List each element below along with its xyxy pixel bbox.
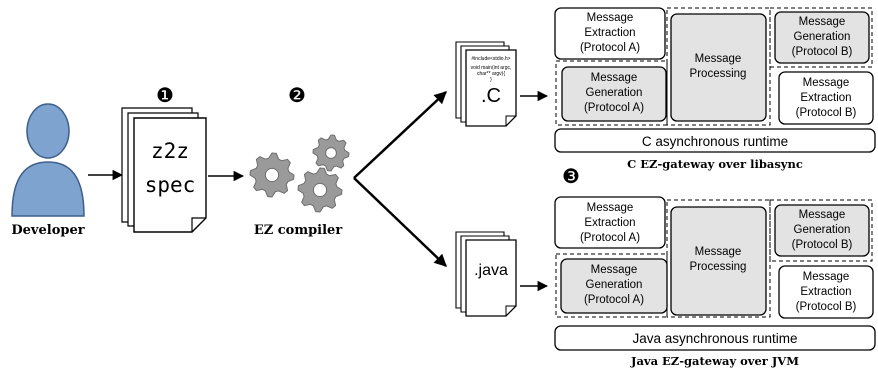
java-gateway-caption: Java EZ-gateway over JVM	[630, 354, 799, 368]
c-extraction-a-line1: Message	[587, 12, 634, 24]
c-extraction-a-line3: (Protocol A)	[580, 42, 640, 54]
spec-line2: spec	[145, 173, 196, 197]
java-extraction-b-line2: Extraction	[800, 286, 851, 298]
java-runtime-label: Java asynchronous runtime	[632, 331, 797, 346]
c-extraction-b-line3: (Protocol B)	[796, 107, 857, 119]
step-3-marker: ❸	[562, 166, 580, 188]
java-generation-b-line3: (Protocol B)	[792, 239, 853, 251]
c-generation-b-line1: Message	[799, 16, 846, 28]
gear-left-hole	[264, 167, 280, 183]
c-code-line-3: char** argv){	[477, 71, 505, 77]
java-extraction-a-line3: (Protocol A)	[580, 232, 640, 244]
spec-line1: z2z	[151, 139, 189, 163]
developer-icon	[11, 103, 85, 217]
c-generation-b-line3: (Protocol B)	[792, 46, 853, 58]
gear-top-hole	[325, 147, 337, 159]
compiler-label: EZ compiler	[254, 223, 343, 238]
c-gateway	[554, 7, 876, 153]
c-protocol-a-region	[555, 60, 668, 126]
c-generation-b-box	[774, 11, 870, 64]
c-extraction-a-line2: Extraction	[584, 27, 635, 39]
c-extraction-b-line2: Extraction	[800, 92, 851, 104]
java-generation-a-line2: Generation	[586, 279, 643, 291]
java-source-document-icon	[455, 231, 517, 317]
c-generation-a-line3: (Protocol A)	[584, 102, 644, 114]
java-processing-line1: Message	[695, 246, 742, 258]
c-code-line-2: void main(int argc,	[471, 65, 512, 71]
c-code-line-1: #include<stdio.h>	[471, 56, 510, 62]
c-file-ext: .C	[481, 85, 501, 107]
java-generation-b-line1: Message	[799, 209, 846, 221]
java-extraction-b-box	[778, 265, 874, 319]
java-extraction-a-line2: Extraction	[584, 217, 635, 229]
c-generation-a-line2: Generation	[586, 87, 643, 99]
java-processing-line2: Processing	[690, 261, 747, 273]
c-generation-a-box	[561, 66, 667, 122]
c-gateway-caption: C EZ-gateway over libasync	[627, 157, 803, 171]
java-processing-box	[670, 206, 767, 316]
c-extraction-b-box	[778, 71, 874, 125]
java-extraction-a-line1: Message	[587, 202, 634, 214]
java-generation-b-line2: Generation	[794, 224, 851, 236]
c-runtime-box	[554, 128, 876, 153]
java-generation-b-box	[774, 204, 870, 257]
c-processing-box	[670, 13, 767, 122]
c-extraction-b-line1: Message	[803, 77, 850, 89]
java-gateway	[554, 196, 876, 351]
java-extraction-b-line3: (Protocol B)	[796, 301, 857, 313]
java-generation-a-line3: (Protocol A)	[584, 294, 644, 306]
arrow-compiler-to-java	[353, 177, 447, 267]
gears-icon	[249, 134, 350, 213]
java-generation-a-line1: Message	[591, 264, 638, 276]
arrow-compiler-to-c	[353, 91, 447, 179]
step-1-marker: ❶	[156, 85, 174, 107]
developer-label: Developer	[11, 223, 84, 238]
java-protocol-b-region	[769, 199, 873, 262]
c-source-document-icon	[455, 41, 517, 127]
java-extraction-a-box	[554, 196, 666, 249]
step-2-marker: ❷	[288, 85, 306, 107]
c-code-line-4: }	[490, 77, 492, 83]
gear-bottom-hole	[312, 182, 328, 198]
c-generation-a-line1: Message	[591, 72, 638, 84]
c-processing-line2: Processing	[690, 68, 747, 80]
spec-document-icon	[121, 107, 207, 233]
java-extraction-b-line1: Message	[803, 271, 850, 283]
c-processing-line1: Message	[695, 53, 742, 65]
c-protocol-b-region	[769, 7, 873, 68]
c-extraction-a-box	[554, 7, 666, 60]
c-runtime-label: C asynchronous runtime	[642, 134, 788, 149]
c-generation-b-line2: Generation	[794, 31, 851, 43]
java-runtime-box	[554, 325, 876, 351]
java-file-ext: .java	[474, 262, 508, 279]
